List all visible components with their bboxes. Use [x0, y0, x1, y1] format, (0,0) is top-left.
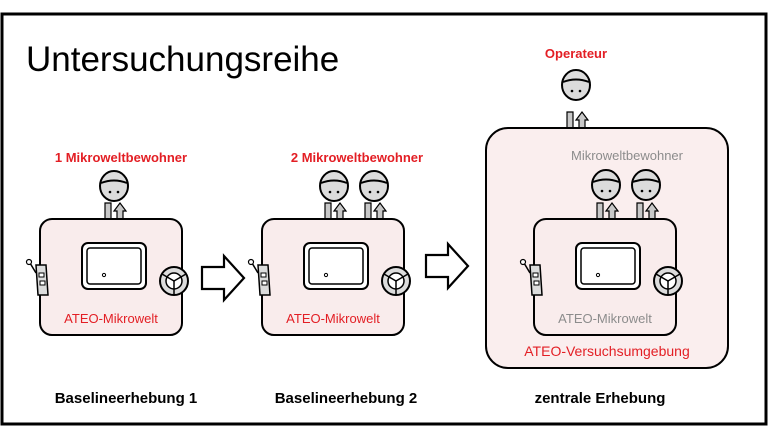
experiment-environment-label: ATEO-Versuchsumgebung: [524, 343, 690, 359]
stage-2-microworld-label: ATEO-Mikrowelt: [286, 311, 380, 326]
stage-1-participants-label: 1 Mikroweltbewohner: [55, 150, 187, 165]
operator-icon: [561, 69, 591, 101]
stage-3-microworld-label: ATEO-Mikrowelt: [558, 311, 652, 326]
stage-3: Operateur Mikroweltbewohner ATEO-Mikrowe…: [485, 46, 729, 407]
stage-1-caption: Baselineerhebung 1: [55, 390, 198, 407]
stage-2-caption: Baselineerhebung 2: [275, 390, 418, 407]
stage-2: 2 Mikroweltbewohner ATEO-Mikrowelt Basel…: [247, 150, 423, 407]
person-icon: [359, 170, 389, 202]
person-icon: [319, 170, 349, 202]
stage-2-participants-label: 2 Mikroweltbewohner: [291, 150, 423, 165]
operator-label: Operateur: [545, 46, 607, 61]
stage-3-caption: zentrale Erhebung: [535, 390, 666, 407]
person-icon: [591, 169, 621, 201]
stage-1: 1 Mikroweltbewohner ATEO-Mikrowelt Basel…: [25, 150, 198, 407]
stage-3-participants-label: Mikroweltbewohner: [571, 148, 684, 163]
person-icon: [631, 169, 661, 201]
stage-1-microworld-label: ATEO-Mikrowelt: [64, 311, 158, 326]
page-title: Untersuchungsreihe: [26, 40, 339, 79]
person-icon: [99, 170, 129, 202]
